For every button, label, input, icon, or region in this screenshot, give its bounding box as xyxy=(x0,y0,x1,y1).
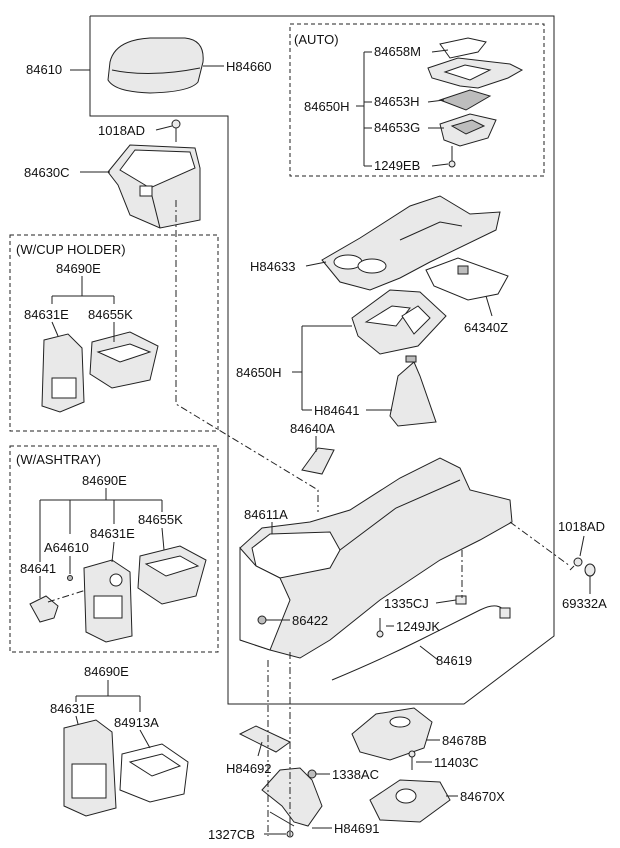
faceplate-84631e-cup xyxy=(41,333,85,413)
shift-bezel-84650h xyxy=(351,289,447,355)
label-84630c: 84630C xyxy=(24,165,70,180)
label-84631e-ash: 84631E xyxy=(90,526,135,541)
label-1018ad-right: 1018AD xyxy=(558,519,605,534)
ashtray-section-box xyxy=(9,445,219,653)
cup-holder-84655k xyxy=(89,331,159,389)
shifter-84670x xyxy=(369,779,451,823)
label-84631e-low: 84631E xyxy=(50,701,95,716)
screw-11403c xyxy=(408,750,416,770)
label-84655k-cup: 84655K xyxy=(88,307,133,322)
label-84641: 84641 xyxy=(20,561,56,576)
armrest-lid-part xyxy=(107,37,204,94)
label-84655k-ash: 84655K xyxy=(138,512,183,527)
label-h84633: H84633 xyxy=(250,259,296,274)
label-69332a: 69332A xyxy=(562,596,607,611)
label-84650h-auto: 84650H xyxy=(304,99,350,114)
screw-1249eb xyxy=(448,146,456,168)
upper-panel-h84633 xyxy=(321,195,501,291)
bezel-84653h xyxy=(438,89,492,111)
label-84678b: 84678B xyxy=(442,733,487,748)
label-84690e-cup: 84690E xyxy=(56,261,101,276)
label-h84691: H84691 xyxy=(334,821,380,836)
label-1249eb: 1249EB xyxy=(374,158,420,173)
label-84690e-low: 84690E xyxy=(84,664,129,679)
section-cup-holder: (W/CUP HOLDER) xyxy=(16,242,126,257)
main-console-84611a xyxy=(239,457,513,659)
pocket-84913a xyxy=(119,743,189,803)
label-1335cj: 1335CJ xyxy=(384,596,429,611)
label-86422: 86422 xyxy=(292,613,328,628)
part-labels: 84610 H84660 84658M 84650H 84653H 84653G… xyxy=(20,44,607,842)
label-84670x: 84670X xyxy=(460,789,505,804)
screw-1249jk xyxy=(376,618,384,638)
leader-lines xyxy=(39,49,591,835)
section-headers: (AUTO) (W/CUP HOLDER) (W/ASHTRAY) xyxy=(16,32,339,467)
section-auto: (AUTO) xyxy=(294,32,339,47)
auto-section-box xyxy=(289,23,545,177)
clip-1335cj xyxy=(455,595,467,605)
cup-holder-section-box xyxy=(9,234,219,432)
label-84619: 84619 xyxy=(436,653,472,668)
label-1249jk: 1249JK xyxy=(396,619,440,634)
screw-1018ad-top xyxy=(171,119,181,142)
tray-84655k-ash xyxy=(137,545,207,605)
label-84653h: 84653H xyxy=(374,94,420,109)
cover-84640a xyxy=(301,447,335,475)
label-84650h: 84650H xyxy=(236,365,282,380)
storage-box-part xyxy=(107,144,201,229)
shift-bezel-auto xyxy=(427,57,524,89)
label-1018ad-top: 1018AD xyxy=(98,123,145,138)
label-64340z: 64340Z xyxy=(464,320,508,335)
faceplate-84631e-low xyxy=(63,719,117,817)
label-84611a: 84611A xyxy=(244,507,288,522)
shift-boot-h84641 xyxy=(389,355,437,427)
label-h84641: H84641 xyxy=(314,403,360,418)
clip-a64610 xyxy=(67,575,73,581)
ashtray-84641 xyxy=(29,595,59,623)
label-1338ac: 1338AC xyxy=(332,767,379,782)
cap-69332a xyxy=(584,563,596,577)
label-84658m: 84658M xyxy=(374,44,421,59)
main-assembly-frame xyxy=(89,15,555,705)
nut-1338ac xyxy=(307,769,317,779)
label-11403c: 11403C xyxy=(434,755,479,770)
cover-84678b xyxy=(351,707,433,761)
cable-84619 xyxy=(331,605,511,681)
label-84653g: 84653G xyxy=(374,120,420,135)
bezel-84653g xyxy=(439,113,497,147)
section-ashtray: (W/ASHTRAY) xyxy=(16,452,101,467)
faceplate-84631e-ash xyxy=(83,559,133,643)
label-h84660: H84660 xyxy=(226,59,272,74)
assembly-dashed-lines xyxy=(47,200,571,836)
label-84631e-cup: 84631E xyxy=(24,307,69,322)
bracket-64340z xyxy=(425,257,509,301)
label-84913a: 84913A xyxy=(114,715,159,730)
shift-indicator-84658m xyxy=(439,37,487,59)
label-84610: 84610 xyxy=(26,62,62,77)
label-a64610: A64610 xyxy=(44,540,89,555)
screw-1018ad-right xyxy=(569,557,583,571)
label-84690e-ash: 84690E xyxy=(82,473,127,488)
bracket-h84692 xyxy=(238,725,291,753)
label-84640a: 84640A xyxy=(290,421,335,436)
bracket-h84691 xyxy=(261,767,323,827)
label-h84692: H84692 xyxy=(226,761,272,776)
label-1327cb: 1327CB xyxy=(208,827,255,842)
